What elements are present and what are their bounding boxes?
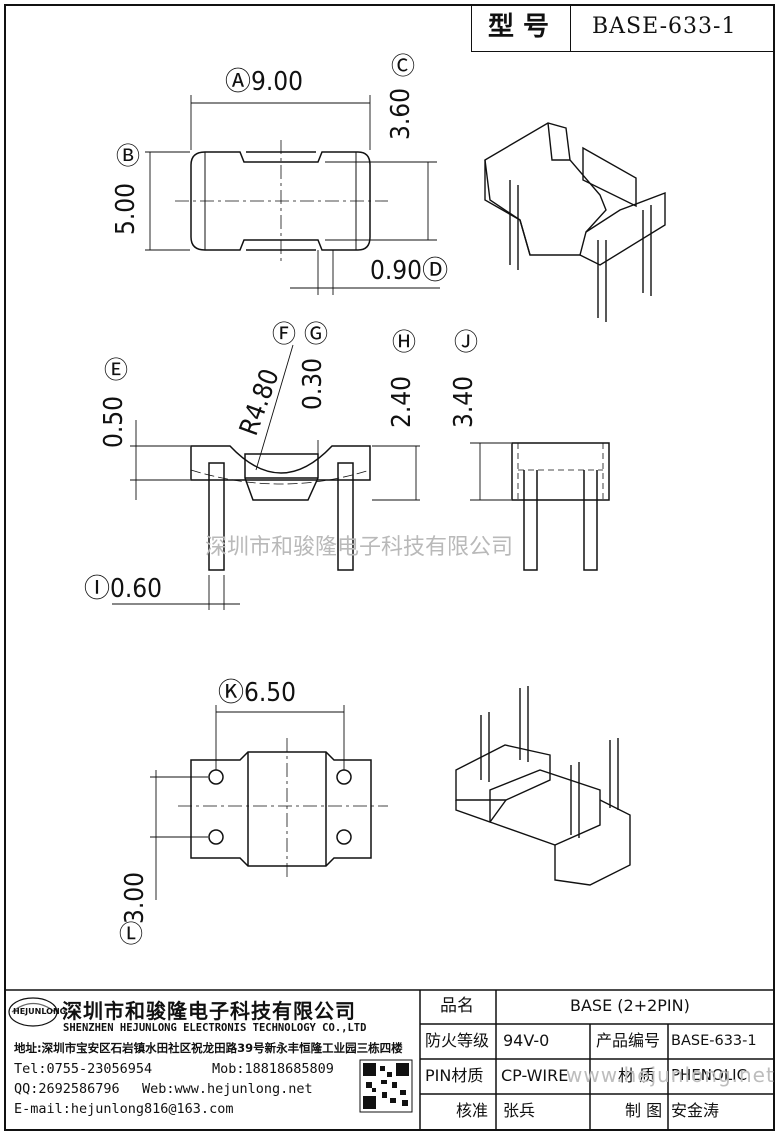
drawing-frame bbox=[4, 4, 775, 1131]
draw-label: 制 图 bbox=[625, 1101, 663, 1120]
iso-view-top bbox=[484, 122, 666, 322]
name-label: 品名 bbox=[440, 996, 474, 1016]
model-value: BASE-633-1 bbox=[592, 14, 737, 39]
dim-g-marker: Ⓖ bbox=[304, 320, 328, 348]
model-box bbox=[471, 4, 775, 52]
watermark-company: 深圳市和骏隆电子科技有限公司 bbox=[205, 535, 514, 560]
tel: Tel:0755-23056954 bbox=[14, 1061, 153, 1077]
website: Web:www.hejunlong.net bbox=[142, 1081, 313, 1097]
model-divider bbox=[570, 4, 571, 52]
dim-d-label: 0.90Ⓓ bbox=[370, 256, 449, 286]
qr-code bbox=[359, 1059, 413, 1113]
mobile: Mob:18818685809 bbox=[212, 1061, 334, 1077]
dim-b-marker: Ⓑ bbox=[116, 142, 140, 170]
dim-j-marker: Ⓙ bbox=[454, 328, 478, 356]
dim-l-marker: Ⓛ bbox=[119, 920, 143, 948]
qq: QQ:2692586796 bbox=[14, 1081, 120, 1097]
company-logo bbox=[8, 997, 58, 1027]
company-name-en: SHENZHEN HEJUNLONG ELECTRONIS TECHNOLOGY… bbox=[63, 1022, 367, 1034]
title-block-lines bbox=[6, 989, 773, 1129]
code-value: BASE-633-1 bbox=[671, 1033, 757, 1049]
model-label: 型 号 bbox=[488, 12, 550, 42]
pin-label: PIN材质 bbox=[425, 1066, 484, 1085]
company-address: 地址:深圳市宝安区石岩镇水田社区祝龙田路39号新永丰恒隆工业园三栋四楼 bbox=[14, 1041, 403, 1055]
company-name-cn: 深圳市和骏隆电子科技有限公司 bbox=[62, 999, 356, 1023]
dim-l-value: 3.00 bbox=[120, 871, 150, 924]
dim-j-value: 3.40 bbox=[449, 375, 479, 428]
iso-view-bottom bbox=[455, 686, 631, 886]
dim-f-marker: Ⓕ bbox=[272, 320, 296, 348]
side-view bbox=[511, 442, 610, 571]
check-label: 核准 bbox=[456, 1101, 489, 1120]
fire-label: 防火等级 bbox=[425, 1031, 490, 1050]
material-value: PHENOLIC bbox=[671, 1066, 748, 1084]
logo-text: HEJUNLONG bbox=[13, 1007, 67, 1016]
name-value: BASE (2+2PIN) bbox=[570, 996, 690, 1015]
pin-value: CP-WIRE bbox=[501, 1066, 569, 1085]
fire-value: 94V-0 bbox=[503, 1031, 550, 1050]
front-view bbox=[190, 445, 371, 571]
dim-c-value: 3.60 bbox=[386, 87, 416, 140]
dim-h-marker: Ⓗ bbox=[392, 328, 416, 356]
dim-h-value: 2.40 bbox=[387, 375, 417, 428]
dim-e-marker: Ⓔ bbox=[104, 356, 128, 384]
watermark-url: www.hejunlong.net bbox=[566, 1063, 775, 1087]
dim-g-value: 0.30 bbox=[298, 357, 328, 410]
material-label: 材 质 bbox=[618, 1066, 656, 1085]
dim-c-marker: Ⓒ bbox=[391, 52, 415, 80]
dim-e-value: 0.50 bbox=[99, 395, 129, 448]
draw-value: 安金涛 bbox=[671, 1101, 720, 1120]
dim-i-label: Ⓘ0.60 bbox=[84, 574, 163, 604]
code-label: 产品编号 bbox=[596, 1031, 661, 1050]
dim-b-value: 5.00 bbox=[111, 182, 141, 235]
check-value: 张兵 bbox=[503, 1101, 536, 1120]
dim-a-label: Ⓐ9.00 bbox=[225, 67, 304, 97]
email: E-mail:hejunlong816@163.com bbox=[14, 1101, 234, 1117]
dim-k-label: Ⓚ6.50 bbox=[218, 678, 297, 708]
